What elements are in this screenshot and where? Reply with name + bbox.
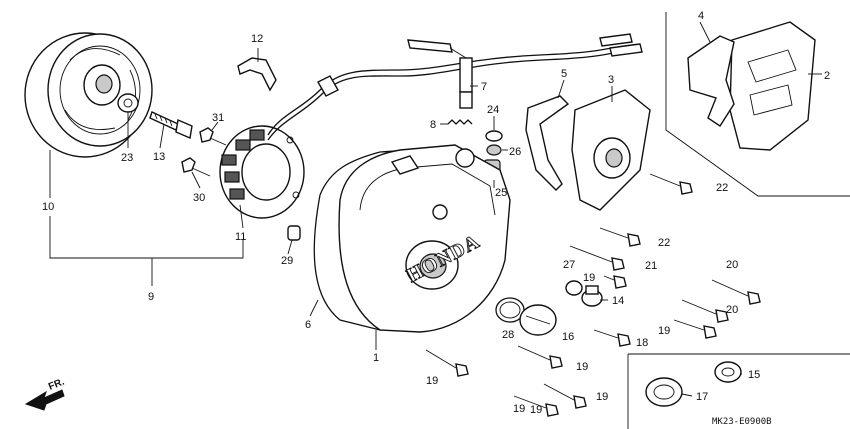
bolt-part-19f[interactable] xyxy=(513,395,559,417)
callout-18: 18 xyxy=(636,337,648,349)
callout-3: 3 xyxy=(608,74,614,86)
leader-lines xyxy=(49,21,822,397)
bracket-part-5[interactable] xyxy=(525,95,570,191)
callout-17: 17 xyxy=(696,391,708,403)
flywheel-part[interactable] xyxy=(24,32,153,158)
diagram-code: MK23-E0900B xyxy=(712,417,772,427)
inset-box xyxy=(627,353,850,429)
callout-29: 29 xyxy=(281,255,293,267)
plug-part-14[interactable] xyxy=(581,285,603,307)
callout-13: 13 xyxy=(153,151,165,163)
callout-9: 9 xyxy=(148,291,154,303)
callout-6: 6 xyxy=(305,319,311,331)
washer-part-26[interactable] xyxy=(486,144,502,156)
callout-19c: 19 xyxy=(576,361,588,373)
callout-7: 7 xyxy=(481,81,487,93)
bolt-part-30[interactable] xyxy=(181,157,211,177)
callout-31: 31 xyxy=(212,112,224,124)
bolt-part-19e[interactable] xyxy=(543,383,587,409)
callout-28: 28 xyxy=(502,329,514,341)
bolt-part-18[interactable] xyxy=(593,329,631,347)
callout-2: 2 xyxy=(824,70,830,82)
sprocket-cover-box xyxy=(665,12,850,197)
front-direction-label: FR. xyxy=(47,376,66,392)
callout-19e: 19 xyxy=(596,391,608,403)
bolt-part-22a[interactable] xyxy=(649,173,693,195)
callout-16: 16 xyxy=(562,331,574,343)
washer-part-23[interactable] xyxy=(117,93,139,113)
group-bracket-9 xyxy=(49,216,244,286)
timing-cap-part-16[interactable] xyxy=(519,304,557,336)
callout-19b: 19 xyxy=(658,325,670,337)
callout-22a: 22 xyxy=(716,182,728,194)
callout-22b: 22 xyxy=(658,237,670,249)
bolt-part-19c[interactable] xyxy=(517,345,563,369)
guard-part-4[interactable] xyxy=(687,35,735,127)
callout-26: 26 xyxy=(509,146,521,158)
callout-25: 25 xyxy=(495,187,507,199)
sensor-part-7[interactable] xyxy=(407,39,473,109)
callout-14: 14 xyxy=(612,295,624,307)
callout-19a: 19 xyxy=(583,272,595,284)
callout-12: 12 xyxy=(251,33,263,45)
wire-clamp-part[interactable] xyxy=(237,57,277,92)
callout-24: 24 xyxy=(487,104,499,116)
callout-23: 23 xyxy=(121,152,133,164)
bolt-part-31[interactable] xyxy=(199,127,227,146)
callout-8: 8 xyxy=(430,119,436,131)
callout-1: 1 xyxy=(373,352,379,364)
callout-11: 11 xyxy=(235,231,246,243)
callout-21: 21 xyxy=(645,260,657,272)
front-direction-arrow: FR. xyxy=(24,376,66,411)
callout-15: 15 xyxy=(748,369,760,381)
plug-part-15[interactable] xyxy=(714,361,742,383)
plug-part-17[interactable] xyxy=(645,377,683,407)
callout-labels: 1 2 3 4 5 6 7 8 9 10 11 12 13 14 15 16 1… xyxy=(42,10,830,416)
callout-30: 30 xyxy=(193,192,205,204)
callout-20b: 20 xyxy=(726,304,738,316)
callout-10: 10 xyxy=(42,201,54,213)
bolt-part-20b[interactable] xyxy=(681,299,729,323)
bolt-part-19b[interactable] xyxy=(673,319,717,339)
callout-27: 27 xyxy=(563,259,575,271)
callout-5: 5 xyxy=(561,68,567,80)
stator-part[interactable] xyxy=(219,125,305,219)
callout-19f: 19 xyxy=(513,403,525,415)
flywheel-bolt-part[interactable] xyxy=(149,111,193,139)
dowel-pin-part[interactable] xyxy=(287,225,301,241)
bolt-part-19d[interactable] xyxy=(425,349,469,377)
sprocket-cover-inner-part[interactable] xyxy=(571,89,651,211)
bolt-part-21[interactable] xyxy=(569,245,625,271)
bolt-part-22b[interactable] xyxy=(599,227,641,247)
callout-19d: 19 xyxy=(426,375,438,387)
washer-part-24[interactable] xyxy=(485,130,503,142)
callout-4: 4 xyxy=(698,10,704,22)
crankcase-cover-part[interactable]: HONDA xyxy=(338,144,511,333)
bolt-part-20a[interactable] xyxy=(711,279,761,305)
o-ring-part-27[interactable] xyxy=(565,280,583,296)
wire-harness-part[interactable] xyxy=(267,33,643,141)
callout-20a: 20 xyxy=(726,259,738,271)
callout-19g: 19 xyxy=(530,404,542,416)
sprocket-cover-part[interactable] xyxy=(729,21,816,151)
spring-part-8[interactable] xyxy=(447,119,473,125)
bolt-part-19a[interactable] xyxy=(603,275,627,289)
